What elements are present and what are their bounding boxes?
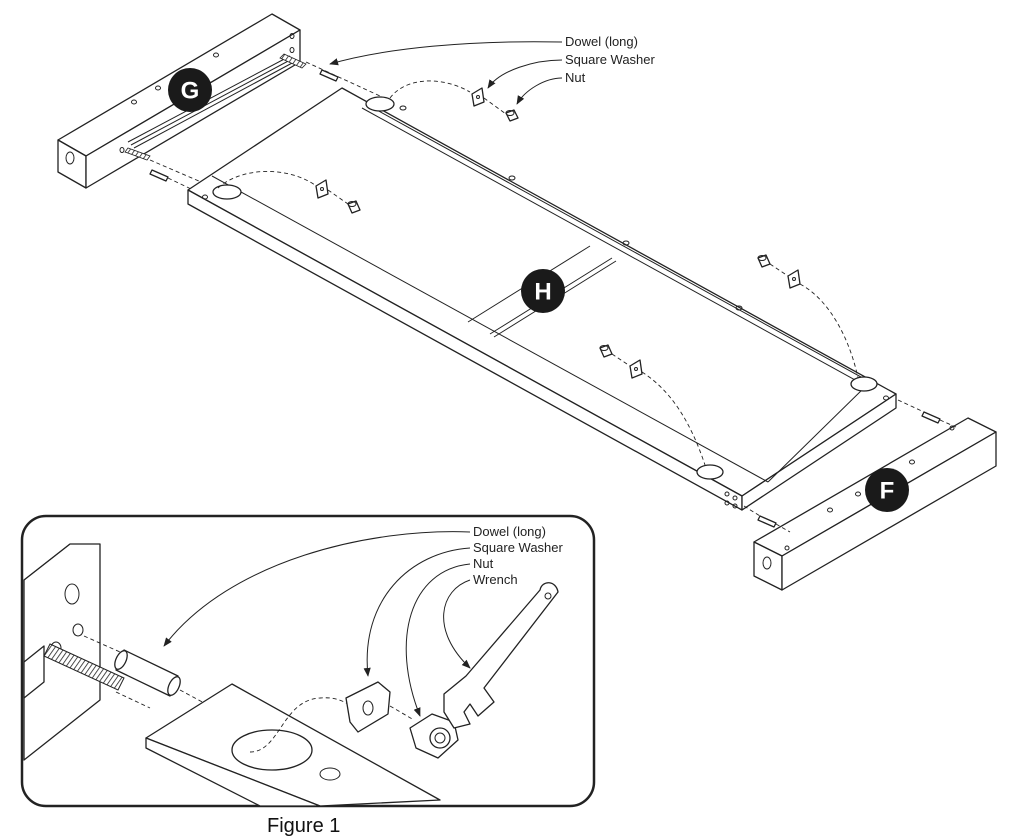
threaded-rod-bottom (124, 147, 151, 161)
badge-h: H (521, 269, 565, 313)
badge-g: G (168, 68, 212, 112)
callout-square-washer: Square Washer (565, 52, 656, 67)
inset-callout-square-washer: Square Washer (473, 540, 564, 555)
inset-figure-1 (20, 514, 596, 808)
dowel-lower-left (149, 169, 169, 182)
inset-callout-dowel-long: Dowel (long) (473, 524, 546, 539)
figure-caption: Figure 1 (267, 815, 340, 837)
callout-dowel-long: Dowel (long) (565, 34, 638, 49)
badge-f: F (865, 468, 909, 512)
nut-left (347, 200, 361, 214)
svg-text:F: F (880, 478, 895, 505)
nut-right-top (757, 254, 771, 268)
dowel-right-bottom (757, 515, 777, 528)
inset-callout-nut: Nut (473, 556, 494, 571)
svg-text:G: G (181, 78, 200, 105)
callout-leaders-main (329, 41, 563, 105)
square-washer-right-top (787, 269, 801, 289)
square-washer-top (471, 87, 485, 107)
nut-top (505, 109, 519, 122)
dowel-top-left (319, 69, 339, 82)
inset-callout-wrench: Wrench (473, 572, 518, 587)
dowel-right-top (921, 411, 941, 424)
square-washer-left (315, 179, 329, 199)
threaded-rod-top (279, 53, 307, 69)
svg-text:H: H (534, 279, 551, 306)
callout-nut: Nut (565, 70, 586, 85)
callout-leaders-inset (163, 531, 471, 717)
square-washer-middle (629, 359, 643, 379)
